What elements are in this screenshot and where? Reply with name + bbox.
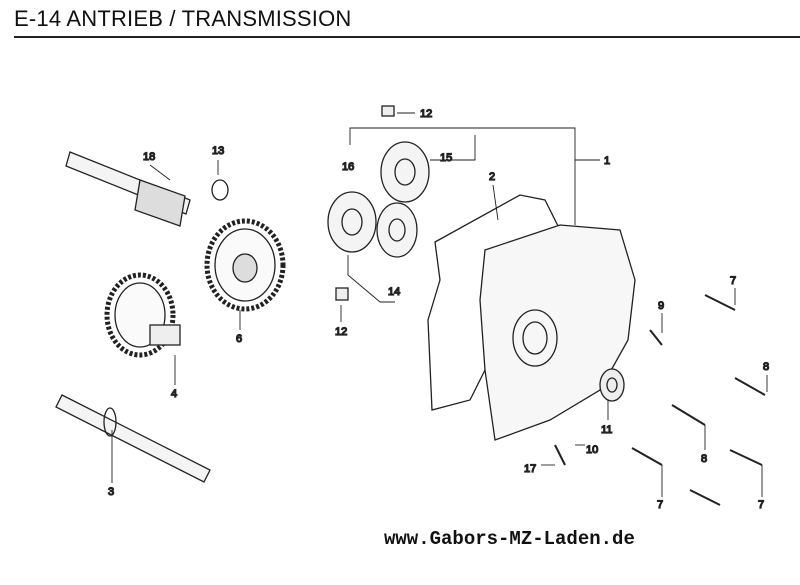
part-12-dowel-pin-lower <box>335 287 349 301</box>
callout-2: 2 <box>489 171 495 183</box>
callout-11: 11 <box>601 424 612 436</box>
leader-lines <box>111 112 768 497</box>
page-title: E-14 ANTRIEB / TRANSMISSION <box>14 6 352 31</box>
part-14-bearing <box>376 202 418 258</box>
part-13-circlip <box>211 179 229 201</box>
callout-17: 17 <box>524 463 536 475</box>
part-15-bearing <box>380 141 430 203</box>
part-3-shaft <box>55 394 211 483</box>
callout-4: 4 <box>171 388 177 400</box>
callout-14: 14 <box>388 286 400 298</box>
title-underline <box>14 36 800 38</box>
bolts <box>554 294 766 506</box>
callout-10: 10 <box>586 444 598 456</box>
callout-7-top: 7 <box>730 275 736 287</box>
callout-7-bottom-left: 7 <box>657 499 663 511</box>
callout-8-right: 8 <box>763 361 769 373</box>
callout-8-bottom: 8 <box>701 453 707 465</box>
callout-15: 15 <box>440 152 452 164</box>
callout-7-bottom-right: 7 <box>758 499 764 511</box>
callout-12-top: 12 <box>420 108 432 120</box>
website-watermark: www.Gabors-MZ-Laden.de <box>384 528 635 550</box>
callout-12-bottom: 12 <box>335 326 347 338</box>
callout-1: 1 <box>604 155 610 167</box>
part-12-dowel-pin <box>381 105 395 117</box>
part-16-bearing <box>327 191 377 253</box>
part-6-gear <box>204 218 286 312</box>
part-11-oil-seal <box>599 368 625 402</box>
part-18-shaft <box>65 151 191 227</box>
callout-18: 18 <box>143 151 155 163</box>
callout-9: 9 <box>658 300 664 312</box>
callout-16: 16 <box>342 161 354 173</box>
callout-3: 3 <box>108 486 114 498</box>
callout-13: 13 <box>212 145 224 157</box>
part-1-transmission-case <box>479 224 636 441</box>
callout-6: 6 <box>236 333 242 345</box>
part-4-gear <box>104 272 181 358</box>
